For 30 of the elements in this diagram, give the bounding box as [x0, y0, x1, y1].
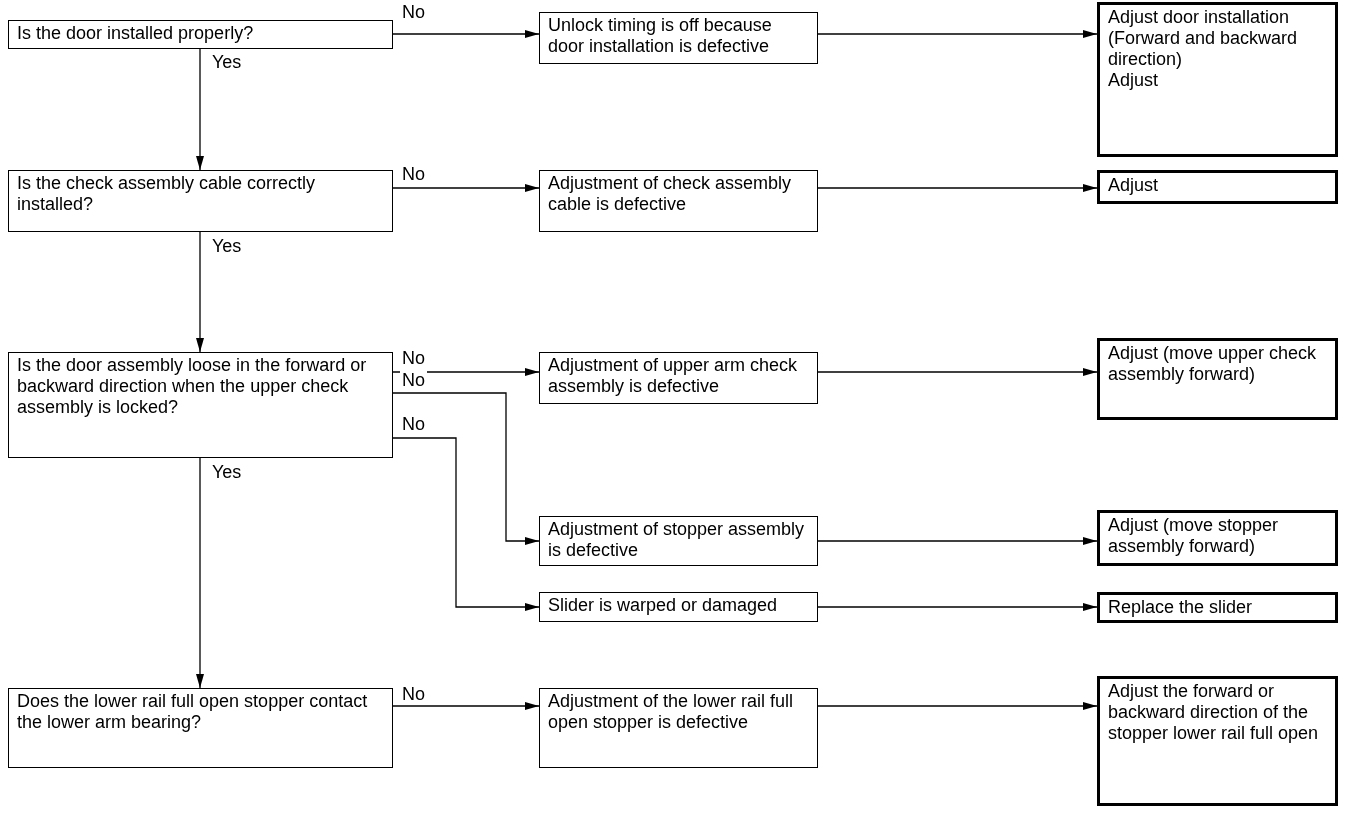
action-box: Adjust (move stopper assembly forward): [1097, 510, 1338, 566]
process-box: Adjustment of upper arm check assembly is defective: [539, 352, 818, 404]
process-box: Is the door installed properly?: [8, 20, 393, 49]
action-box: Adjust the forward or backward direction of the stopper lower rail full open: [1097, 676, 1338, 806]
arrow: [817, 603, 1098, 611]
process-box: Slider is warped or damaged: [539, 592, 818, 622]
arrow: [817, 702, 1098, 710]
action-box: Replace the slider: [1097, 592, 1338, 623]
arrow: [392, 184, 540, 192]
arrow: [817, 368, 1098, 376]
action-box: Adjust door installation (Forward and backward direction) Adjust: [1097, 2, 1338, 157]
arrow: [392, 392, 540, 545]
arrow: [196, 457, 204, 689]
arrow: [817, 537, 1098, 545]
arrow: [817, 30, 1098, 38]
process-box: Does the lower rail full open stopper contact the lower arm bearing?: [8, 688, 393, 768]
action-box: Adjust: [1097, 170, 1338, 204]
process-box: Adjustment of stopper assembly is defective: [539, 516, 818, 566]
process-box: Is the check assembly cable correctly installed?: [8, 170, 393, 232]
process-box: Is the door assembly loose in the forward or backward direction when the upper check assembly is locked?: [8, 352, 393, 458]
arrow: [817, 184, 1098, 192]
process-box: Adjustment of the lower rail full open stopper is defective: [539, 688, 818, 768]
arrow: [392, 437, 540, 611]
arrow: [196, 231, 204, 353]
arrow: [392, 30, 540, 38]
process-box: Unlock timing is off because door installation is defective: [539, 12, 818, 64]
action-box: Adjust (move upper check assembly forward): [1097, 338, 1338, 420]
arrow: [196, 48, 204, 171]
arrow: [392, 702, 540, 710]
process-box: Adjustment of check assembly cable is defective: [539, 170, 818, 232]
